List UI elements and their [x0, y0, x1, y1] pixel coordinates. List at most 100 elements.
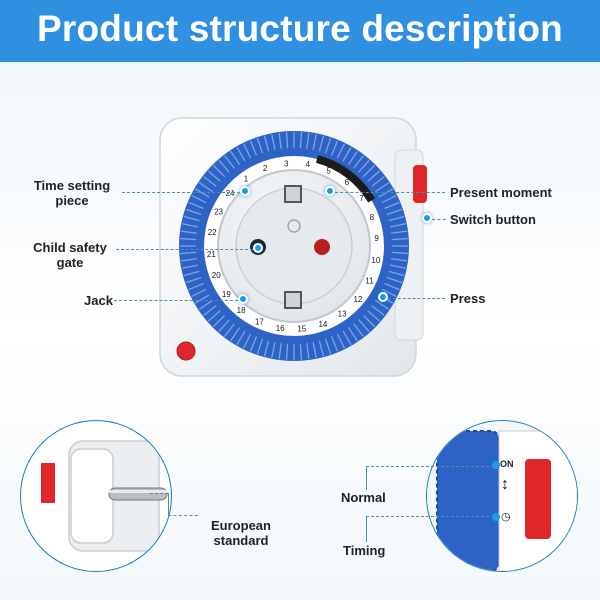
ring-tooth [230, 150, 241, 165]
ring-tooth [212, 314, 226, 328]
clock-icon: ◷ [501, 511, 511, 523]
leader-press [388, 298, 445, 299]
ring-tooth [188, 201, 204, 210]
ring-tooth [182, 264, 199, 269]
hour-number: 24 [226, 189, 235, 198]
indicator-light [176, 341, 196, 361]
label-jack: Jack [84, 293, 113, 308]
leader-timing [366, 516, 494, 517]
hour-number: 21 [207, 250, 216, 259]
hour-number: 9 [374, 234, 379, 243]
ring-tooth [299, 343, 303, 360]
ring-tooth [312, 134, 317, 151]
hour-number: 16 [276, 324, 285, 333]
ring-tooth [224, 155, 235, 169]
hour-number: 7 [359, 194, 364, 203]
hour-number: 8 [370, 213, 375, 222]
ring-tooth [342, 330, 352, 346]
marker-jack [238, 294, 248, 304]
ring-tooth [367, 170, 381, 182]
ring-tooth [299, 132, 303, 149]
ring-tooth [194, 294, 210, 304]
ring-tooth [330, 336, 339, 352]
ring-tooth [391, 237, 408, 241]
page-title: Product structure description [37, 8, 563, 49]
label-normal: Normal [341, 490, 386, 505]
ring-tooth [185, 276, 202, 284]
label-present-moment: Present moment [450, 185, 552, 200]
ring-tooth [236, 146, 246, 162]
ring-tooth [371, 305, 385, 316]
ring-tooth [183, 270, 200, 277]
hour-number: 13 [338, 310, 347, 319]
ring-tooth [271, 341, 276, 358]
hour-number: 22 [208, 228, 217, 237]
hour-number: 23 [214, 207, 223, 216]
label-european-standard: European standard [211, 518, 271, 548]
marker-switch-button [422, 213, 432, 223]
ring-tooth [263, 340, 270, 357]
hour-number: 5 [326, 167, 331, 176]
ring-tooth [212, 164, 226, 178]
earth-clip-top [284, 185, 302, 203]
leader-jack [114, 300, 238, 301]
label-time-setting-piece: Time setting piece [33, 178, 111, 208]
ring-tooth [285, 343, 289, 360]
marker-present-moment [325, 186, 335, 196]
ring-tooth [271, 134, 276, 151]
ring-tooth [358, 319, 370, 333]
ring-tooth [198, 299, 213, 310]
switch-button-knob [413, 165, 427, 203]
hour-number: 14 [318, 320, 327, 329]
ring-tooth [391, 258, 408, 262]
leader-european [150, 493, 168, 494]
ring-tooth [183, 215, 200, 222]
hour-number: 12 [353, 295, 362, 304]
label-timing: Timing [343, 543, 386, 558]
hour-number: 6 [345, 178, 350, 187]
ring-tooth [386, 208, 403, 216]
ring-tooth [353, 155, 364, 169]
ring-tooth [318, 135, 325, 152]
double-arrow-icon: ↕ [501, 476, 509, 493]
ring-tooth [336, 333, 346, 349]
leader-timing-vertical [366, 516, 367, 542]
ring-tooth [324, 137, 332, 154]
ring-tooth [218, 159, 230, 173]
ring-tooth [194, 188, 210, 198]
ring-tooth [278, 132, 282, 149]
ring-tooth [391, 251, 408, 255]
hour-number: 19 [222, 290, 231, 299]
ring-tooth [388, 270, 405, 277]
label-child-safety-gate: Child safety gate [33, 240, 107, 270]
ring-tooth [230, 327, 241, 342]
earth-clip-bottom [284, 291, 302, 309]
ring-tooth [306, 132, 310, 149]
ring-tooth [386, 276, 403, 284]
ring-tooth [207, 310, 221, 322]
hour-number: 18 [237, 306, 246, 315]
ring-tooth [358, 159, 370, 173]
leader-normal-vertical [366, 466, 367, 490]
inset-switch-mode: ON ↕ ◷ [426, 420, 578, 572]
label-switch-button: Switch button [450, 212, 536, 227]
ring-tooth [180, 258, 197, 262]
ring-tooth [242, 333, 252, 349]
ring-tooth [347, 327, 358, 342]
marker-press [378, 292, 388, 302]
ring-tooth [336, 143, 346, 159]
hour-number: 11 [365, 277, 374, 286]
hour-number: 20 [212, 271, 221, 280]
leader-child-gate [116, 249, 253, 250]
ring-tooth [362, 314, 376, 328]
ring-tooth [347, 150, 358, 165]
ring-tooth [224, 323, 235, 337]
ring-tooth [256, 338, 264, 355]
ring-tooth [207, 170, 221, 182]
ring-teeth [180, 132, 408, 360]
ring-tooth [381, 194, 397, 204]
hour-number: 17 [255, 317, 264, 326]
title-banner: Product structure description [0, 0, 600, 62]
ring-tooth [263, 135, 270, 152]
leader-present-moment [335, 192, 445, 193]
